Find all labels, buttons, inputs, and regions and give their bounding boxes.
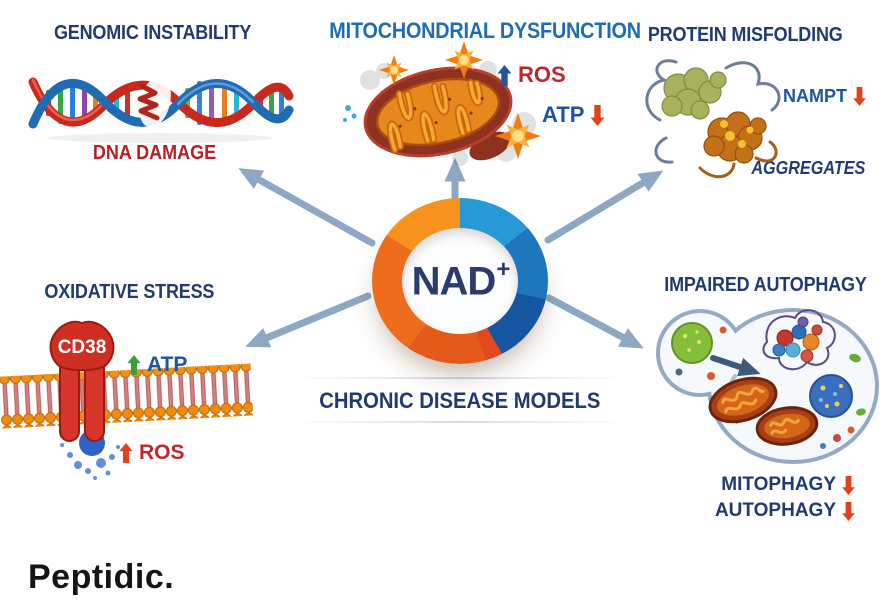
down-arrow-icon	[853, 87, 866, 106]
nad-ring: NAD+	[372, 198, 548, 364]
oxidative-atp-stat: ATP	[127, 353, 187, 377]
mitochondrion-body	[363, 66, 513, 158]
autophagosome-cell-icon	[656, 308, 879, 464]
autophagy-stat: AUTOPHAGY	[690, 500, 855, 522]
blue-vesicle-sphere	[809, 374, 853, 418]
dna-damage-caption-text: DNA DAMAGE	[93, 142, 217, 164]
small-dots	[820, 426, 855, 449]
genomic-instability-title: GENOMIC INSTABILITY	[20, 22, 285, 45]
ros-stat-label: ROS	[518, 62, 566, 87]
protein-misfolding-title-text: PROTEIN MISFOLDING	[648, 24, 843, 46]
nad-text: NAD	[411, 259, 497, 304]
chronic-disease-caption-text: CHRONIC DISEASE MODELS	[319, 388, 601, 413]
nampt-stat-label: NAMPT	[783, 86, 847, 106]
chronic-disease-caption: CHRONIC DISEASE MODELS	[285, 388, 635, 414]
broken-dna-helix-icon	[28, 76, 294, 143]
down-arrow-icon	[842, 501, 855, 521]
dna-break-fray	[137, 83, 160, 121]
cargo-dots	[707, 326, 727, 380]
cell-membrane-cd38-icon: CD38	[0, 320, 254, 480]
aggregates-caption-text: AGGREGATES	[751, 158, 866, 178]
impaired-autophagy-title-text: IMPAIRED AUTOPHAGY	[664, 274, 867, 296]
up-arrow-icon	[497, 64, 512, 86]
impaired-autophagy-title: IMPAIRED AUTOPHAGY	[648, 274, 883, 297]
genomic-instability-title-text: GENOMIC INSTABILITY	[53, 22, 252, 44]
engulfed-mitochondrion	[708, 376, 778, 424]
cd38-protein: CD38	[49, 320, 115, 442]
aggregates-caption: AGGREGATES	[745, 158, 865, 179]
down-arrow-icon	[842, 475, 855, 495]
nad-label: NAD+	[411, 257, 511, 304]
cell-internal-arrow	[710, 355, 761, 377]
dna-strand-red	[28, 77, 294, 127]
blue-particles	[343, 105, 357, 122]
arrow-to-impaired-autophagy	[545, 294, 644, 349]
nad-superscript: +	[496, 255, 510, 283]
arrow-to-genomic-instability	[238, 168, 376, 247]
protein-misfolding-title: PROTEIN MISFOLDING	[633, 24, 858, 47]
mitophagy-stat: MITOPHAGY	[690, 474, 855, 496]
atp-stat-label: ATP	[542, 102, 585, 127]
up-arrow-icon	[119, 443, 133, 463]
green-protein-blob	[661, 67, 727, 120]
protein-aggregate-cluster	[772, 316, 823, 363]
oxidative-stress-title-text: OXIDATIVE STRESS	[44, 281, 215, 303]
cd38-label: CD38	[58, 337, 107, 358]
mitochondrial-dysfunction-title: MITOCHONDRIAL DYSFUNCTION	[312, 18, 641, 44]
caption-divider-bottom	[295, 421, 625, 423]
misfolded-protein-icon	[645, 59, 781, 179]
yellow-patches	[720, 120, 754, 148]
nampt-stat: NAMPT	[783, 86, 866, 107]
oxidative-stress-title: OXIDATIVE STRESS	[22, 281, 237, 304]
mito-atp-stat: ATP	[542, 102, 605, 128]
nad-ring-inner: NAD+	[402, 228, 518, 334]
orange-protein-blob	[703, 111, 767, 164]
mito-ros-stat: ROS	[497, 62, 566, 88]
ribbon-loops	[645, 59, 781, 164]
arrow-to-protein-misfolding	[544, 170, 664, 244]
mitophagy-stat-label: MITOPHAGY	[721, 474, 836, 495]
down-arrow-icon	[590, 104, 605, 126]
dna-strand-blue	[28, 79, 294, 129]
atp-stat-label: ATP	[147, 353, 188, 376]
aggregate-ribbon	[762, 309, 836, 371]
green-cargo-sphere	[671, 322, 713, 364]
brand-logo: Peptidic.	[28, 558, 175, 596]
damaged-mitochondrion-icon	[343, 41, 541, 166]
arrow-to-oxidative-stress	[245, 292, 372, 348]
mitochondrial-dysfunction-title-text: MITOCHONDRIAL DYSFUNCTION	[329, 18, 641, 43]
dna-damage-caption: DNA DAMAGE	[55, 142, 255, 165]
ros-stat-label: ROS	[139, 441, 185, 464]
autophagy-stat-label: AUTOPHAGY	[714, 500, 836, 521]
oxidative-ros-stat: ROS	[119, 441, 185, 465]
engulfed-mitochondrion	[755, 406, 819, 446]
caption-divider-top	[295, 377, 625, 379]
up-arrow-icon	[127, 355, 141, 375]
